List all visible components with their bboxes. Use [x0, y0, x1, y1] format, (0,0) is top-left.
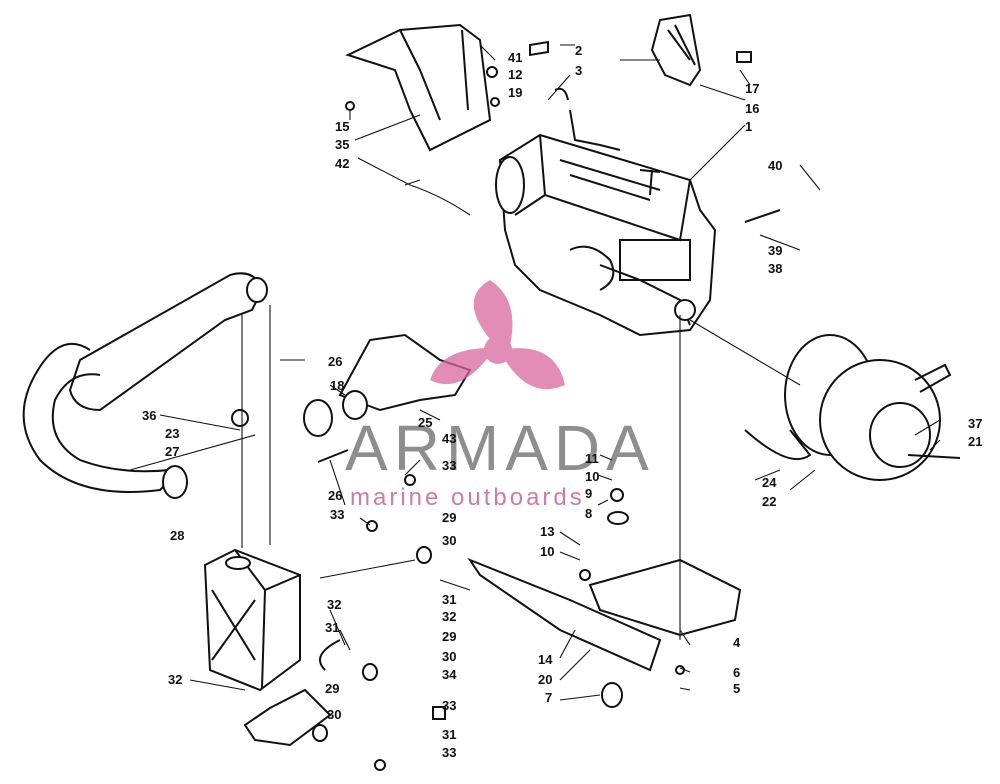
- callout-label: 8: [585, 506, 592, 521]
- callout-label: 7: [545, 690, 552, 705]
- callout-label: 25: [418, 415, 432, 430]
- callout-label: 32: [168, 672, 182, 687]
- watermark-brand: ARMADA: [345, 412, 655, 484]
- callout-label: 31: [325, 620, 339, 635]
- drive-clutch: [744, 334, 952, 481]
- callout-label: 15: [335, 119, 349, 134]
- callout-label: 14: [538, 652, 553, 667]
- callout-label: 18: [330, 378, 344, 393]
- callout-label: 41: [508, 50, 522, 65]
- callout-label: 3: [575, 63, 582, 78]
- callout-label: 10: [585, 469, 599, 484]
- callout-label: 24: [762, 475, 777, 490]
- callout-label: 16: [745, 101, 759, 116]
- mount-bracket-top: [650, 13, 752, 87]
- callout-label: 5: [733, 681, 740, 696]
- armada-watermark: ARMADA marine outboards: [345, 280, 655, 511]
- callout-label: 33: [442, 458, 456, 473]
- callout-label: 1: [745, 119, 752, 134]
- callout-label: 39: [768, 243, 782, 258]
- callout-label: 21: [968, 434, 982, 449]
- callout-labels: 1 2 3 4 5 6 7 8 9 10 10 11 12 13 14 15 1…: [142, 43, 982, 760]
- callout-label: 28: [170, 528, 184, 543]
- callout-label: 11: [585, 451, 599, 466]
- callout-label: 19: [508, 85, 522, 100]
- fan-shroud: [345, 23, 492, 152]
- callout-label: 29: [442, 629, 456, 644]
- callout-label: 33: [330, 507, 344, 522]
- callout-label: 36: [142, 408, 156, 423]
- watermark-tagline: marine outboards: [350, 484, 585, 511]
- callout-label: 4: [733, 635, 741, 650]
- callout-label: 2: [575, 43, 582, 58]
- callout-label: 37: [968, 416, 982, 431]
- leader-lines: [129, 44, 941, 701]
- callout-label: 38: [768, 261, 782, 276]
- callout-label: 17: [745, 81, 759, 96]
- callout-label: 30: [442, 533, 456, 548]
- callout-label: 6: [733, 665, 740, 680]
- callout-label: 26: [328, 354, 342, 369]
- callout-label: 29: [325, 681, 339, 696]
- callout-label: 29: [442, 510, 456, 525]
- exhaust-muffler: [22, 272, 268, 499]
- oil-tank: [203, 548, 301, 692]
- callout-label: 33: [442, 745, 456, 760]
- callout-label: 9: [585, 486, 592, 501]
- callout-label: 32: [442, 609, 456, 624]
- callout-label: 33: [442, 698, 456, 713]
- callout-label: 20: [538, 672, 552, 687]
- callout-label: 34: [442, 667, 457, 682]
- propeller-logo: [430, 280, 565, 390]
- callout-label: 22: [762, 494, 776, 509]
- callout-label: 31: [442, 592, 456, 607]
- callout-label: 42: [335, 156, 349, 171]
- motor-mount-plate: [467, 557, 742, 672]
- callout-label: 27: [165, 444, 179, 459]
- hardware-parts: [231, 40, 961, 771]
- callout-label: 32: [327, 597, 341, 612]
- callout-label: 43: [442, 431, 456, 446]
- callout-label: 35: [335, 137, 349, 152]
- engine-assembly: [495, 109, 717, 337]
- callout-label: 30: [327, 707, 341, 722]
- callout-label: 12: [508, 67, 522, 82]
- callout-label: 31: [442, 727, 456, 742]
- callout-label: 26: [328, 488, 342, 503]
- callout-label: 13: [540, 524, 554, 539]
- callout-label: 40: [768, 158, 782, 173]
- callout-label: 23: [165, 426, 179, 441]
- callout-label: 10: [540, 544, 554, 559]
- callout-label: 30: [442, 649, 456, 664]
